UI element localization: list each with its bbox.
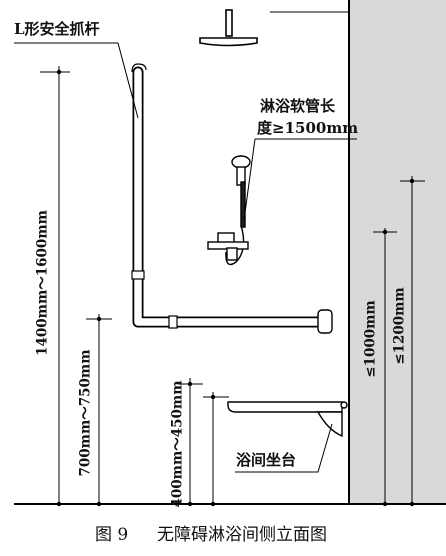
figure-title: 无障碍淋浴间侧立面图 [157, 525, 327, 545]
figure-number: 图 9 [95, 525, 129, 545]
right-lower-dimension: ≤1000mm [362, 300, 379, 378]
hose-length-label-line1: 淋浴软管长 [260, 97, 336, 115]
hand-shower [207, 155, 251, 266]
hose-length-label-line2: 度≥1500mm [257, 119, 359, 137]
shower-seat [227, 401, 348, 438]
shower-head [199, 9, 258, 47]
grab-bar-label: L形安全抓杆 [14, 20, 100, 38]
grab-bar-height-dimension: 1400mm～1600mm [34, 210, 51, 356]
seat-height-dimension: 400mm～450mm [169, 380, 186, 508]
horizontal-bar-height-dimension: 700mm～750mm [77, 349, 94, 477]
seat-label: 浴间坐台 [236, 451, 297, 469]
dimension-ticks [56, 69, 415, 507]
leader-lines [14, 42, 357, 473]
l-shaped-grab-bar [131, 63, 333, 334]
right-upper-dimension: ≤1200mm [391, 287, 408, 365]
wall [348, 0, 446, 504]
dimension-lines [40, 66, 425, 504]
